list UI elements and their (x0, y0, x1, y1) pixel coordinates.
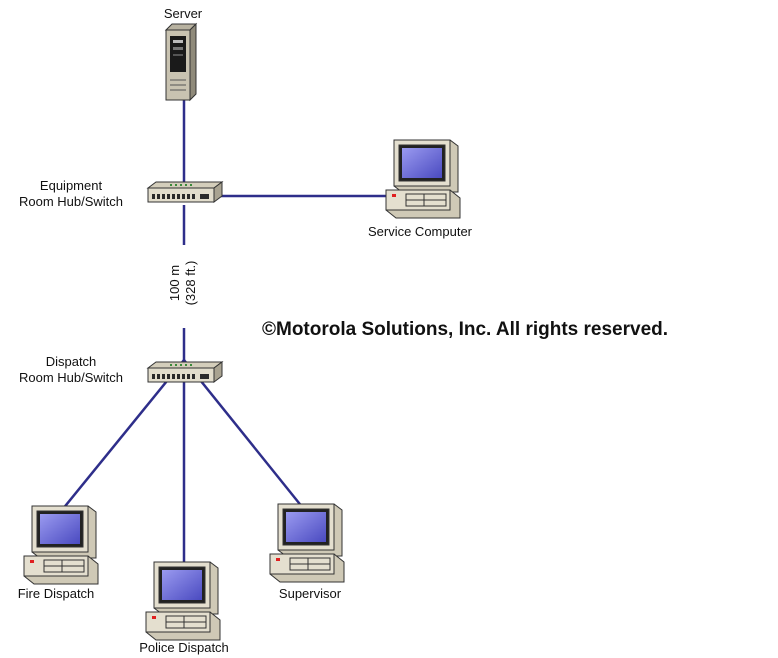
equipment-room-hub-icon (147, 181, 223, 203)
dispatch-hub-label: Dispatch Room Hub/Switch (0, 354, 142, 386)
equipment-hub-label-line2: Room Hub/Switch (18, 194, 124, 209)
fire-dispatch-label: Fire Dispatch (17, 586, 95, 601)
supervisor-label: Supervisor (278, 586, 342, 601)
service-computer-label: Service Computer (367, 224, 473, 239)
police-dispatch-computer-icon (145, 561, 221, 641)
equipment-hub-label: Equipment Room Hub/Switch (0, 178, 142, 210)
dispatch-hub-label-line2: Room Hub/Switch (18, 370, 124, 385)
equipment-hub-label-line1: Equipment (39, 178, 103, 193)
fire-dispatch-computer-icon (23, 505, 99, 585)
service-computer-icon (385, 139, 461, 219)
server-icon (164, 22, 198, 102)
copyright-notice: ©Motorola Solutions, Inc. All rights res… (262, 319, 669, 340)
link-dispatch-hub-supervisor (183, 359, 304, 509)
link-dispatch-hub-fire (61, 359, 185, 511)
link-distance-line2: (328 ft.) (183, 260, 198, 306)
link-distance-label: 100 m (328 ft.) (167, 248, 199, 318)
police-dispatch-label: Police Dispatch (139, 640, 229, 655)
link-distance-line1: 100 m (167, 264, 182, 302)
dispatch-room-hub-icon (147, 361, 223, 383)
dispatch-hub-label-line1: Dispatch (45, 354, 97, 369)
supervisor-computer-icon (269, 503, 345, 583)
server-label: Server (163, 6, 203, 21)
